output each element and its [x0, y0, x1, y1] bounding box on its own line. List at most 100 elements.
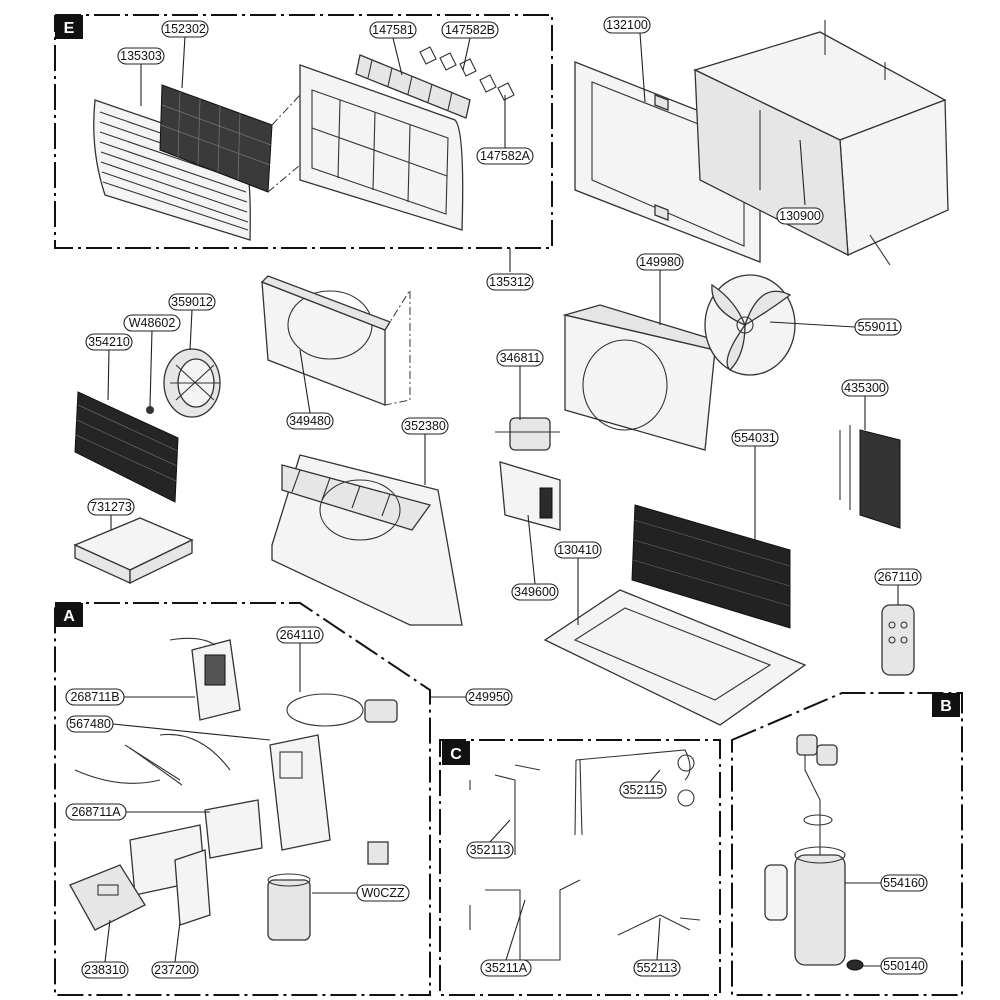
svg-text:238310: 238310: [84, 963, 126, 977]
part-labels: 152302 135303 147581 147582B 147582A 135…: [65, 16, 928, 979]
svg-text:130410: 130410: [557, 543, 599, 557]
remote-control-drawing: [881, 604, 915, 676]
svg-text:130900: 130900: [779, 209, 821, 223]
frame-c: [439, 739, 721, 996]
svg-text:135303: 135303: [120, 49, 162, 63]
part-label-135303: 135303: [117, 47, 165, 65]
svg-text:567480: 567480: [69, 717, 111, 731]
svg-text:W0CZZ: W0CZZ: [361, 886, 404, 900]
svg-text:346811: 346811: [500, 351, 541, 365]
svg-text:354210: 354210: [88, 335, 130, 349]
frame-e: [54, 14, 553, 249]
part-label-352113: 352113: [466, 841, 514, 859]
wire-harness-drawing: [74, 637, 231, 786]
package-box-drawing: [73, 517, 194, 585]
frame-b: [731, 692, 963, 996]
section-badge-c: C: [442, 741, 470, 765]
part-label-552113: 552113: [633, 959, 681, 977]
part-label-267110: 267110: [874, 568, 922, 586]
part-label-352380: 352380: [401, 417, 449, 435]
part-label-132100: 132100: [603, 16, 651, 34]
svg-text:E: E: [64, 20, 75, 37]
svg-text:W48602: W48602: [129, 316, 176, 330]
part-label-349480: 349480: [286, 412, 334, 430]
part-label-130900: 130900: [776, 207, 824, 225]
svg-text:149980: 149980: [639, 255, 681, 269]
part-label-147582A: 147582A: [476, 147, 534, 165]
part-label-352115: 352115: [619, 781, 667, 799]
svg-text:135312: 135312: [489, 275, 531, 289]
svg-text:147582B: 147582B: [445, 23, 495, 37]
louver-link-drawing: [419, 46, 515, 101]
part-label-554031: 554031: [731, 429, 779, 447]
power-cord-drawing: [286, 693, 398, 727]
svg-text:B: B: [940, 698, 952, 715]
part-label-237200: 237200: [151, 961, 199, 979]
part-label-130410: 130410: [554, 541, 602, 559]
part-label-268711B: 268711B: [65, 688, 125, 706]
part-label-731273: 731273: [87, 498, 135, 516]
svg-text:267110: 267110: [878, 570, 919, 584]
section-c-tubing-drawing: [469, 749, 701, 961]
pcb-box-drawing: [191, 639, 241, 721]
svg-text:731273: 731273: [90, 500, 132, 514]
svg-text:359012: 359012: [171, 295, 213, 309]
air-filter-drawing: [159, 84, 273, 193]
base-housing-drawing: [271, 454, 463, 626]
svg-text:349600: 349600: [514, 585, 556, 599]
part-label-135312: 135312: [486, 273, 534, 291]
motor-mount-drawing: [499, 461, 561, 531]
part-label-147582B: 147582B: [441, 21, 499, 39]
svg-text:352380: 352380: [404, 419, 446, 433]
guide-line: [267, 164, 301, 193]
condenser-coil-drawing: [631, 504, 791, 629]
part-label-152302: 152302: [161, 20, 209, 38]
svg-text:349480: 349480: [289, 414, 331, 428]
frame-a: [54, 602, 431, 996]
louver-drawing: [355, 54, 471, 119]
control-panel-drawing: [69, 864, 146, 931]
svg-text:268711A: 268711A: [71, 805, 121, 819]
svg-text:A: A: [63, 608, 75, 625]
svg-text:552113: 552113: [637, 961, 678, 975]
part-label-249950: 249950: [465, 688, 513, 706]
section-badge-a: A: [55, 603, 83, 627]
section-badge-e: E: [55, 15, 83, 39]
guide-line: [271, 94, 301, 126]
svg-text:264110: 264110: [280, 628, 321, 642]
fan-blade-drawing: [704, 274, 796, 376]
capacitor-drawing: [267, 873, 311, 941]
bracket-drawing: [174, 841, 389, 926]
blower-housing-drawing: [260, 275, 391, 406]
blower-wheel-drawing: [146, 348, 221, 418]
svg-text:268711B: 268711B: [70, 690, 119, 704]
svg-text:147582A: 147582A: [480, 149, 531, 163]
part-label-264110: 264110: [276, 626, 324, 644]
svg-text:132100: 132100: [606, 18, 648, 32]
part-label-567480: 567480: [66, 715, 114, 733]
compressor-drawing: [764, 734, 864, 971]
svg-text:550140: 550140: [883, 959, 925, 973]
svg-text:35211A: 35211A: [485, 961, 528, 975]
washer-icon: [146, 406, 154, 414]
svg-text:237200: 237200: [154, 963, 196, 977]
part-label-238310: 238310: [81, 961, 129, 979]
svg-text:559011: 559011: [858, 320, 899, 334]
svg-text:352115: 352115: [623, 783, 664, 797]
front-grille-drawing: [93, 99, 251, 241]
part-label-554160: 554160: [880, 874, 928, 892]
leader-lines: [104, 32, 899, 967]
shroud-drawing: [562, 304, 716, 451]
part-label-435300: 435300: [841, 379, 889, 397]
svg-text:147581: 147581: [372, 23, 414, 37]
part-label-149980: 149980: [636, 253, 684, 271]
control-box-drawing: [269, 734, 331, 851]
svg-text:152302: 152302: [164, 22, 206, 36]
part-label-35211A: 35211A: [480, 959, 532, 977]
svg-text:C: C: [450, 746, 462, 763]
guide-line: [384, 288, 411, 406]
part-label-W48602: W48602: [123, 314, 181, 332]
part-label-349600: 349600: [511, 583, 559, 601]
